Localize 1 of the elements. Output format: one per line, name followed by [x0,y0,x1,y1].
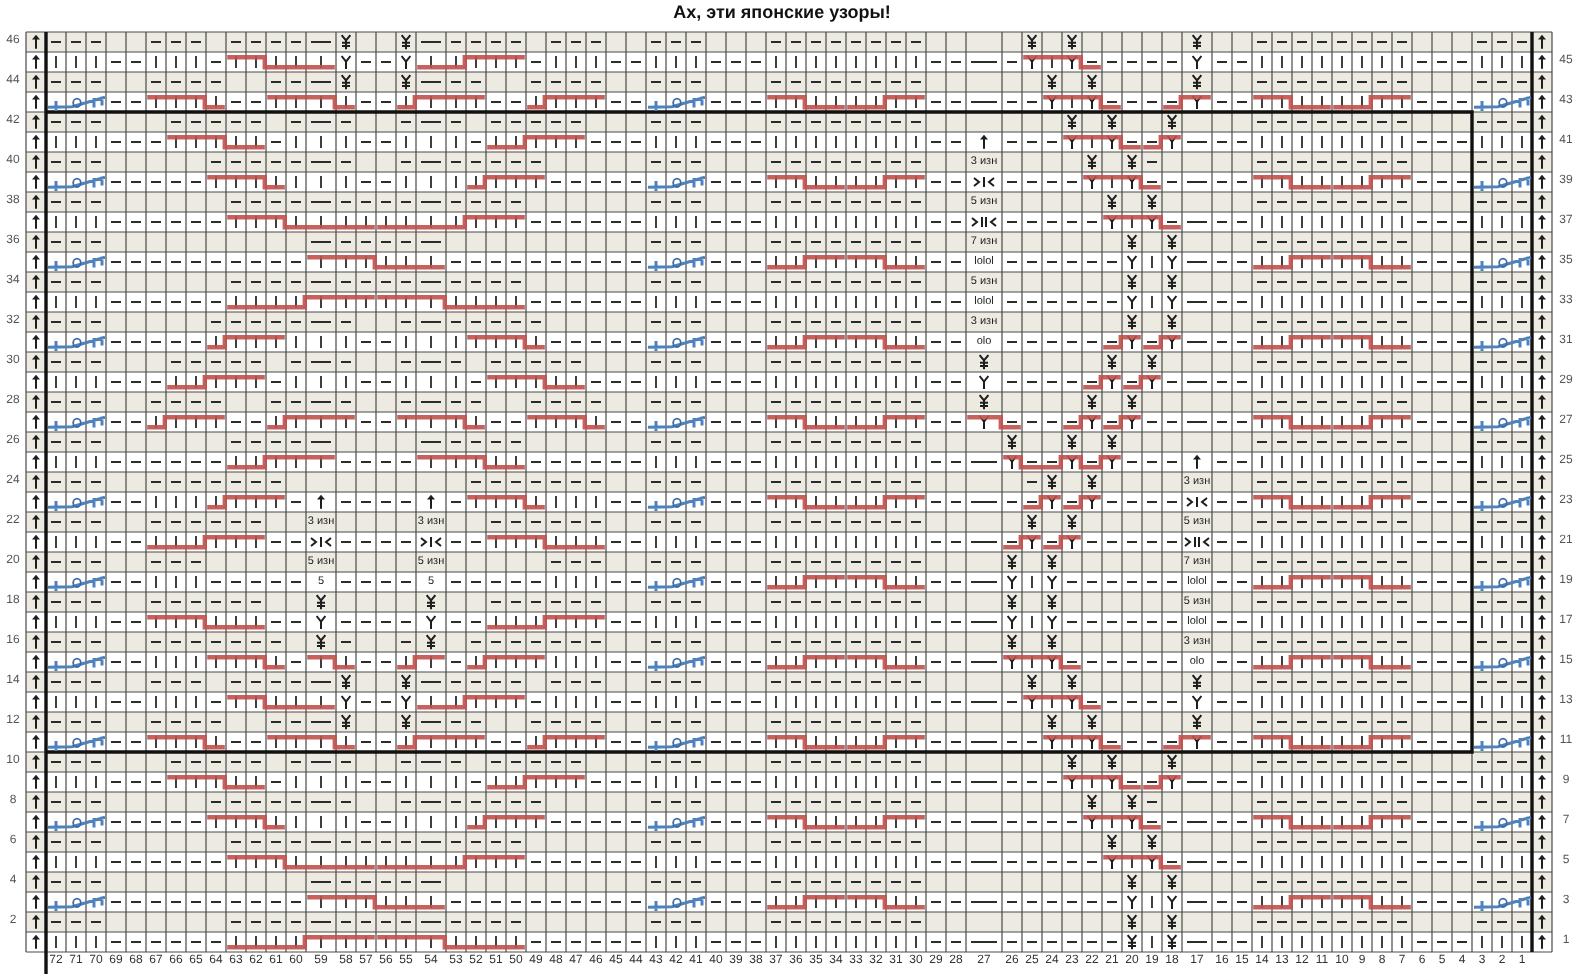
chart-title: Ах, эти японские узоры! [673,2,891,24]
